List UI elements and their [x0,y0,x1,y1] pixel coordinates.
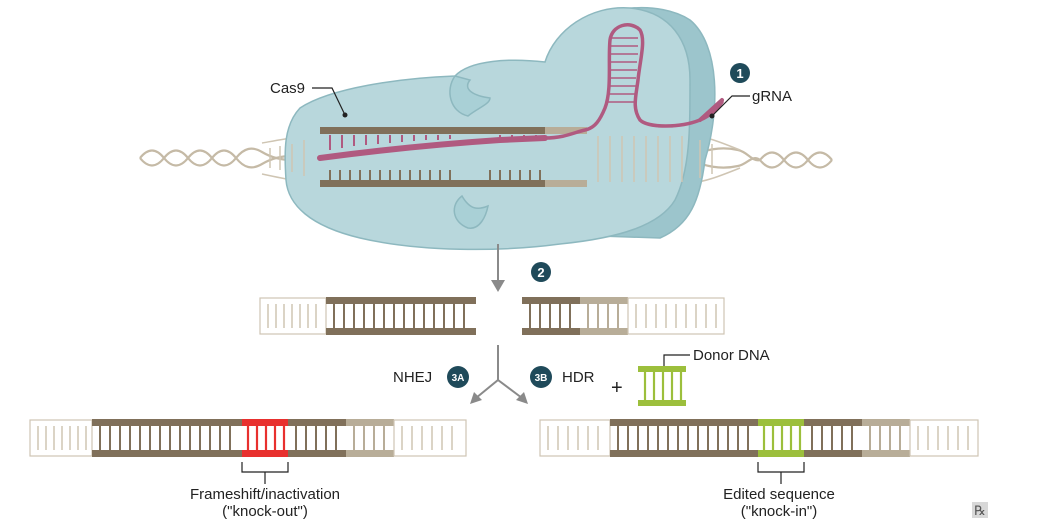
plus-sign: + [611,377,623,399]
dna-bottom-strand-light [545,180,587,187]
knockin-dna [539,419,979,457]
dna-top-strand-light [545,127,587,134]
grna-leader-line [711,95,750,117]
cas9-complex [139,6,833,251]
svg-text:1: 1 [736,66,743,81]
knockin-insert [758,419,804,426]
step2-arrow [491,244,505,292]
grna-hairpin-rungs [607,37,638,103]
dna-bottom-rungs [329,170,541,180]
cleaved-dna-left [259,297,476,335]
donor-dna-label: Donor DNA [693,347,770,364]
grna-scaffold-stem [543,23,724,140]
svg-text:3A: 3A [452,373,465,384]
knockin-label-line2: ("knock-in") [741,503,818,520]
grna-tail [698,98,724,122]
grna-label: gRNA [752,88,792,105]
hdr-label: HDR [562,369,595,386]
knockout-indel [242,419,288,426]
dna-outer-rungs [269,136,713,182]
step3b-badge: 3B [530,366,552,388]
knockout-bracket [241,462,289,484]
step1-badge: 1 [730,63,750,83]
donor-dna-leader-line [663,354,690,366]
dna-top-strand-dark [320,127,545,134]
knockout-dna [29,419,467,457]
branch-arrows [475,345,523,399]
cleaved-dna-right [522,297,725,335]
svg-text:℞: ℞ [974,503,986,518]
svg-text:2: 2 [537,265,544,280]
svg-text:3B: 3B [535,373,548,384]
branch-arrowhead-right [516,392,528,404]
step3a-badge: 3A [447,366,469,388]
knockout-label-line2: ("knock-out") [222,503,308,520]
nhej-label: NHEJ [393,369,432,386]
rx-logo-icon: ℞ [972,502,988,518]
cas9-leader-dot [342,112,348,118]
dna-helix-left [139,147,293,169]
branch-arrowhead-left [470,392,482,404]
dna-helix-right [689,147,833,169]
knockin-label-line1: Edited sequence [723,486,835,503]
knockin-bracket [757,462,805,484]
knockout-label-line1: Frameshift/inactivation [190,486,340,503]
cas9-label: Cas9 [270,80,305,97]
cas9-leader-line [312,87,346,116]
cas9-upper-jaw [449,75,491,117]
dna-bottom-strand-dark [320,180,545,187]
cas9-lower-jaw [453,194,490,229]
grna-strand [317,135,548,161]
step2-badge: 2 [531,262,551,282]
donor-dna [638,366,686,406]
grna-leader-dot [709,113,715,119]
